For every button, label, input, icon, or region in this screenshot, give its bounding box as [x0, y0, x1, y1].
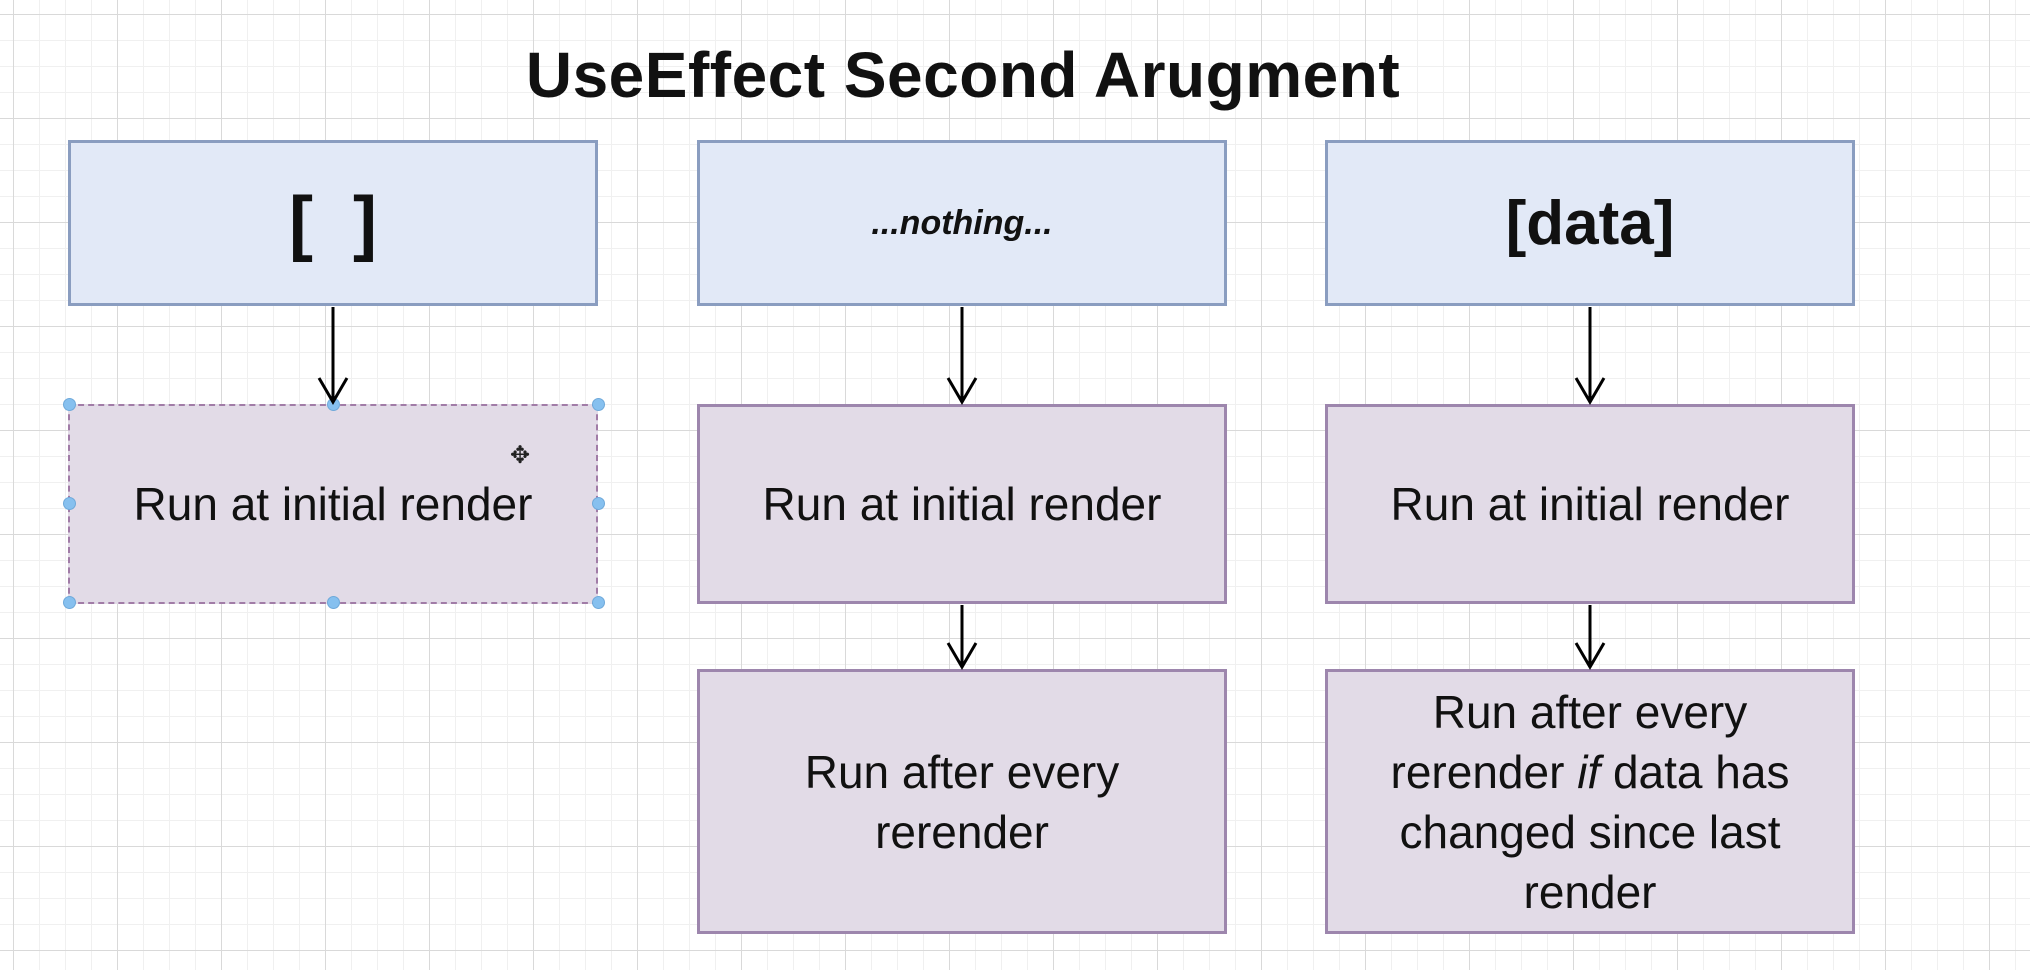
step-box-initial-render-3[interactable]: Run at initial render: [1325, 404, 1855, 604]
header-box-empty-array[interactable]: [ ]: [68, 140, 598, 306]
header-box-nothing[interactable]: ...nothing...: [697, 140, 1227, 306]
arrowhead-empty-array: [317, 377, 349, 405]
step-label: Run after every rerender: [804, 745, 1120, 858]
step-label: Run at initial render: [1390, 478, 1790, 530]
selection-handle-bottom-left[interactable]: [63, 596, 76, 609]
step-box-rerender-if-changed[interactable]: Run after every rerender if data has cha…: [1325, 669, 1855, 934]
arrowhead-nothing: [946, 377, 978, 405]
step-text-after: data has changed since last render: [1399, 745, 1790, 918]
selection-handle-top-left[interactable]: [63, 398, 76, 411]
step-label-conditional: Run after every rerender if data has cha…: [1368, 682, 1812, 922]
step-text-emphasis: if: [1577, 745, 1601, 798]
step-text-before: Run after every rerender: [1390, 685, 1748, 798]
arrowhead-every-rerender: [946, 642, 978, 670]
selection-handle-bottom-right[interactable]: [592, 596, 605, 609]
selection-handle-bottom[interactable]: [327, 596, 340, 609]
selection-handle-top-right[interactable]: [592, 398, 605, 411]
header-label-data: [data]: [1505, 188, 1675, 258]
selection-handle-right[interactable]: [592, 497, 605, 510]
step-label: Run at initial render: [762, 478, 1162, 530]
step-box-initial-render-2[interactable]: Run at initial render: [697, 404, 1227, 604]
step-label: Run at initial render: [133, 478, 533, 530]
move-cursor-icon: ✥: [510, 442, 531, 469]
arrowhead-conditional-rerender: [1574, 642, 1606, 670]
header-label-empty-array: [ ]: [289, 183, 377, 263]
arrowhead-data: [1574, 377, 1606, 405]
diagram-title: UseEffect Second Arugment: [525, 39, 1401, 111]
header-box-data[interactable]: [data]: [1325, 140, 1855, 306]
selection-handle-left[interactable]: [63, 497, 76, 510]
header-label-nothing: ...nothing...: [871, 203, 1053, 242]
step-box-every-rerender[interactable]: Run after every rerender: [697, 669, 1227, 934]
